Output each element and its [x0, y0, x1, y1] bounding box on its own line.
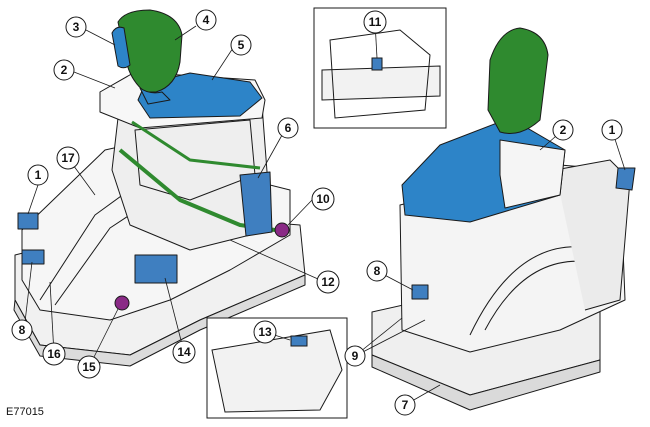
callout-1-right: 1 [601, 119, 623, 141]
left-shift-knob [117, 9, 183, 93]
left-selector-assembly [13, 9, 306, 367]
callout-label: 6 [285, 121, 292, 135]
callout-circle [277, 117, 299, 139]
callout-label: 10 [316, 192, 330, 206]
callout-circle [56, 146, 80, 170]
callout-11: 11 [363, 10, 387, 34]
callout-circle [53, 59, 75, 81]
right-bracket-1 [615, 167, 636, 191]
inset-11-mechanism [321, 65, 441, 101]
right-selector-assembly [371, 27, 636, 411]
callout-label: 14 [177, 345, 191, 359]
callout-16: 16 [42, 342, 66, 366]
callout-1-left: 1 [27, 164, 49, 186]
callout-label: 3 [73, 20, 80, 34]
callout-circle [253, 320, 277, 344]
inset-13-mechanism [211, 329, 343, 413]
callout-3: 3 [65, 16, 87, 38]
left-mount-10 [274, 222, 290, 238]
right-bracket-8 [411, 284, 429, 300]
inset-11-clip [371, 57, 383, 71]
callout-12: 12 [316, 270, 340, 294]
callout-label: 7 [402, 398, 409, 412]
callout-5: 5 [230, 34, 252, 56]
callout-circle [344, 345, 366, 367]
callout-circle [77, 355, 101, 379]
right-base-front [371, 354, 601, 411]
callout-label: 13 [258, 325, 272, 339]
left-mount-15 [114, 295, 130, 311]
callout-circle [394, 394, 416, 416]
callout-label: 2 [61, 63, 68, 77]
left-knob-blue-base [139, 87, 171, 105]
left-knob-blue-face [111, 26, 131, 69]
callout-circle [552, 119, 574, 141]
callout-circle [172, 340, 196, 364]
callout-10: 10 [311, 187, 335, 211]
callout-label: 11 [369, 15, 382, 29]
left-mechanism-tower [111, 104, 269, 251]
callout-2-left: 2 [53, 59, 75, 81]
callout-2-right: 2 [552, 119, 574, 141]
callout-label: 16 [47, 347, 61, 361]
callout-circle [363, 10, 387, 34]
callout-label: 12 [321, 275, 335, 289]
callout-label: 17 [61, 151, 75, 165]
callout-circle [311, 187, 335, 211]
callout-circle [601, 119, 623, 141]
left-base-edge [13, 274, 306, 367]
right-shift-knob [487, 27, 549, 134]
callout-15: 15 [77, 355, 101, 379]
callout-label: 8 [19, 323, 26, 337]
left-tower-detail [134, 119, 256, 201]
callout-4: 4 [195, 9, 217, 31]
callout-17: 17 [56, 146, 80, 170]
inset-13-clip [290, 335, 308, 347]
callout-circle [27, 164, 49, 186]
callout-label: 1 [35, 168, 42, 182]
left-bracket-1 [17, 212, 39, 230]
callout-label: 2 [560, 123, 567, 137]
right-bezel-panel [499, 139, 566, 209]
callout-6: 6 [277, 117, 299, 139]
left-bracket-8 [21, 249, 45, 265]
callout-circle [42, 342, 66, 366]
callout-label: 1 [609, 123, 616, 137]
figure-id-label: E77015 [6, 406, 44, 418]
callout-7: 7 [394, 394, 416, 416]
callout-8-left: 8 [11, 319, 33, 341]
callout-label: 9 [352, 349, 359, 363]
callout-circle [11, 319, 33, 341]
callout-circle [316, 270, 340, 294]
left-green-harness-2 [131, 120, 261, 170]
callout-9: 9 [344, 345, 366, 367]
callout-label: 8 [374, 264, 381, 278]
callout-circle [65, 16, 87, 38]
callout-circle [230, 34, 252, 56]
callout-circle [195, 9, 217, 31]
inset-detail-13 [206, 317, 348, 419]
callout-label: 4 [203, 13, 210, 27]
callout-circle [366, 260, 388, 282]
callout-label: 15 [82, 360, 96, 374]
inset-11-detail [329, 29, 431, 119]
callout-14: 14 [172, 340, 196, 364]
callout-8-right: 8 [366, 260, 388, 282]
left-bracket-6 [239, 171, 273, 237]
callout-label: 5 [238, 38, 245, 52]
left-bracket-14 [134, 254, 178, 284]
callout-13: 13 [253, 320, 277, 344]
